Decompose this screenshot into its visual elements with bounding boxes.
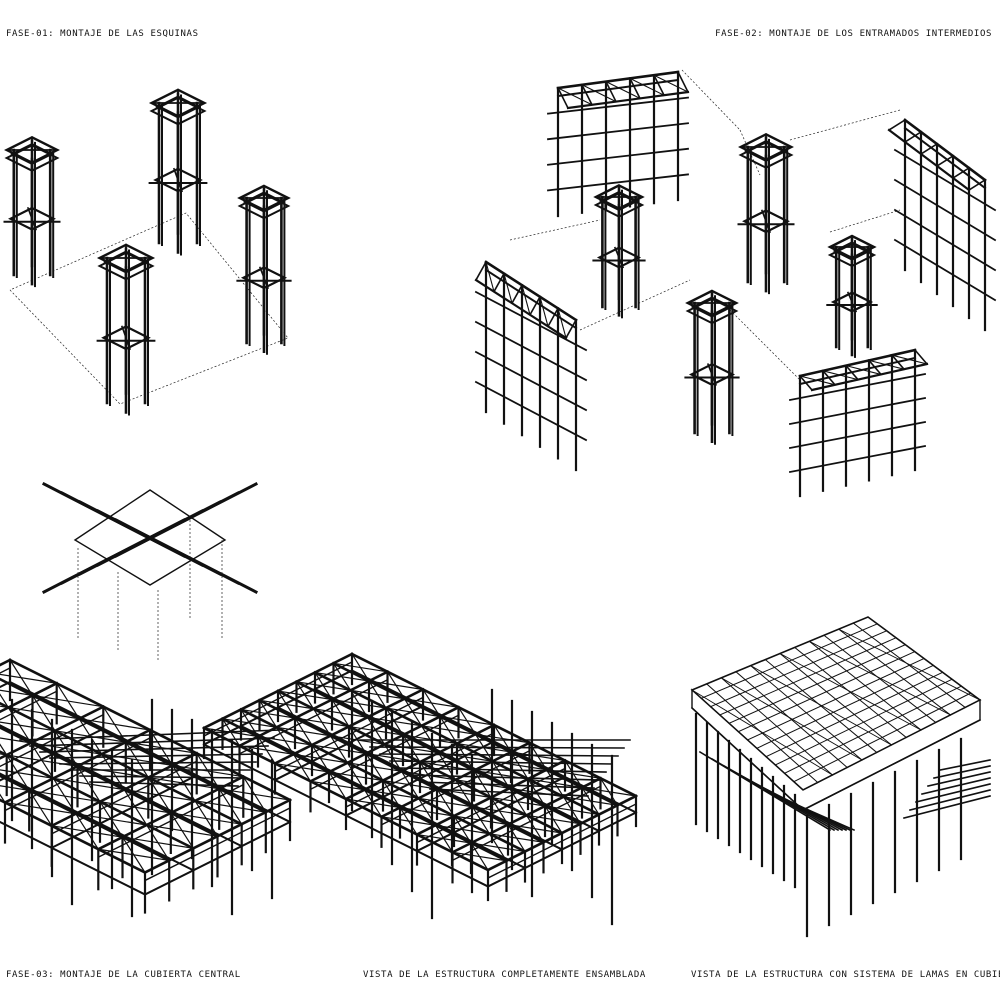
caption-louver-view: VISTA DE LA ESTRUCTURA CON SISTEMA DE LA… <box>691 970 1000 980</box>
caption-phase-02: FASE-02: MONTAJE DE LOS ENTRAMADOS INTER… <box>715 29 992 39</box>
assembled-structure-drawing <box>202 652 638 926</box>
caption-assembled-view: VISTA DE LA ESTRUCTURA COMPLETAMENTE ENS… <box>363 970 646 980</box>
caption-phase-01: FASE-01: MONTAJE DE LAS ESQUINAS <box>6 29 199 39</box>
phase-01-drawing <box>3 88 292 416</box>
caption-phase-03: FASE-03: MONTAJE DE LA CUBIERTA CENTRAL <box>6 970 241 980</box>
phase-02-drawing <box>474 69 997 498</box>
phase-03-drawing <box>0 481 292 918</box>
louver-roof-structure-drawing <box>690 616 991 938</box>
